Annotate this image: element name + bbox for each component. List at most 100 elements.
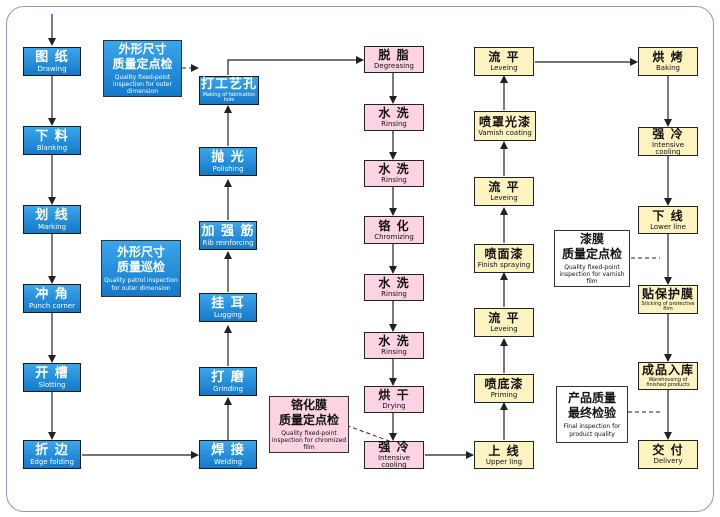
dashed-chromized xyxy=(339,422,401,446)
step-sublabel: Rinsing xyxy=(381,290,407,298)
step-label: 烘 干 xyxy=(378,388,410,402)
step-label: 脱 脂 xyxy=(378,48,410,62)
step-sublabel: Upper ling xyxy=(485,457,523,466)
step-label: 打 磨 xyxy=(211,369,245,385)
step-label: 强 冷 xyxy=(652,126,684,141)
step-label: 挂 耳 xyxy=(211,295,245,311)
step-sublabel: Rinsing xyxy=(381,120,407,128)
step-label: 图 纸 xyxy=(35,49,69,65)
step-sublabel: Intensive cooling xyxy=(377,454,411,469)
step-sublabel: Baking xyxy=(656,64,680,72)
step-label: 划 线 xyxy=(35,207,69,223)
inspection-label: 产品质量 最终检验 xyxy=(567,391,616,421)
step-label: 抛 光 xyxy=(211,149,245,165)
step-label: 流 平 xyxy=(488,50,520,64)
step-sublabel: Polishing xyxy=(212,164,244,173)
step-sublabel: Vamish coating xyxy=(478,128,532,137)
step-label: 流 平 xyxy=(488,180,520,194)
step-label: 上 线 xyxy=(488,443,520,458)
step-label: 打工艺孔 xyxy=(200,77,257,92)
step-label: 流 平 xyxy=(488,311,520,325)
inspection-outer-patrol: 外形尺寸 质量巡检 Quality patrol inspection for o… xyxy=(101,240,181,297)
inspection-label: 漆膜 质量定点检 xyxy=(561,231,622,261)
step-label: 水 洗 xyxy=(378,162,410,176)
inspection-sublabel: Final inspection for product quality xyxy=(563,423,621,438)
step-sublabel: Warehousing of finished products xyxy=(646,377,690,388)
step-sublabel: Drying xyxy=(382,402,406,410)
step-sublabel: Leveing xyxy=(490,194,518,202)
step-sublabel: Rinsing xyxy=(381,348,407,356)
step-label: 成品入库 xyxy=(641,363,694,377)
step-label: 下 线 xyxy=(652,208,684,223)
step-sublabel: Punch corner xyxy=(29,301,75,310)
inspection-label: 铬化膜 质量定点检 xyxy=(278,397,339,427)
inspection-final: 产品质量 最终检验 Final inspection for product qu… xyxy=(556,386,628,443)
step-label: 交 付 xyxy=(652,443,684,457)
step-sublabel: Grinding xyxy=(213,384,243,393)
step-label: 水 洗 xyxy=(378,334,410,348)
step-label: 喷罩光漆 xyxy=(478,114,531,129)
step-label: 折 边 xyxy=(35,442,69,458)
inspection-label: 外形尺寸 质量巡检 xyxy=(116,245,165,275)
step-sublabel: Blanking xyxy=(36,143,68,152)
step-sublabel: Marking xyxy=(37,222,67,231)
step-sublabel: Rinsing xyxy=(381,176,407,184)
step-sublabel: Lower line xyxy=(650,222,686,231)
step-label: 加 强 筋 xyxy=(201,223,255,239)
step-sublabel: Making of fabrication hole xyxy=(202,92,256,103)
inspection-sublabel: Quality patrol inspection for outer dime… xyxy=(104,277,178,292)
step-label: 水 洗 xyxy=(378,276,410,290)
inspection-label: 外形尺寸 质量定点检 xyxy=(112,41,173,71)
step-sublabel: Delivery xyxy=(653,457,683,465)
step-sublabel: Lugging xyxy=(214,310,242,319)
step-label: 焊 接 xyxy=(211,442,245,458)
step-label: 喷面漆 xyxy=(484,247,524,261)
arrow-fabhole-degreasing xyxy=(227,56,364,75)
step-label: 冲 角 xyxy=(35,286,69,302)
step-sublabel: Edge folding xyxy=(30,457,74,466)
step-label: 烘 烤 xyxy=(652,50,684,64)
step-sublabel: Sticking of protective film xyxy=(641,300,695,312)
step-label: 铬 化 xyxy=(378,218,410,233)
step-sublabel: Drawing xyxy=(37,64,67,73)
step-label: 喷底漆 xyxy=(484,377,524,391)
step-label: 强 冷 xyxy=(378,440,410,454)
step-sublabel: Priming xyxy=(490,391,518,399)
step-sublabel: Degreasing xyxy=(374,62,414,70)
step-sublabel: Leveing xyxy=(490,325,518,333)
step-label: 开 槽 xyxy=(35,365,69,381)
inspection-sublabel: Quality fixed-point inspection for chrom… xyxy=(271,429,347,452)
